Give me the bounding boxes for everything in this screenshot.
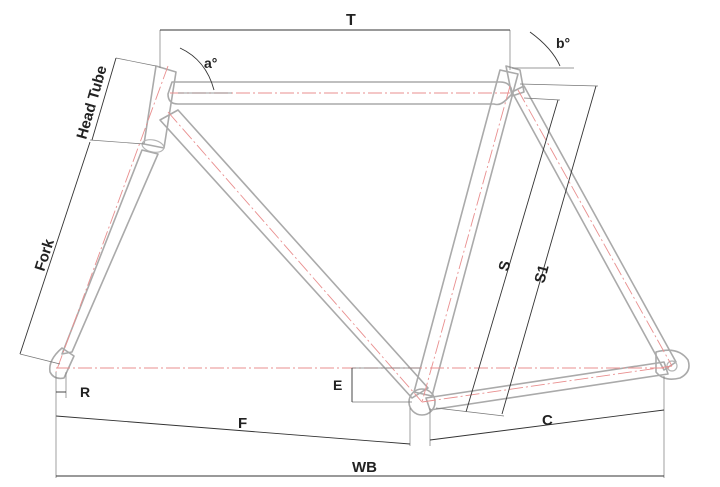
chain-stay-dimension bbox=[429, 409, 665, 441]
fork-dropout bbox=[48, 347, 75, 380]
dimension-labels: T a° b° Head Tube Fork S S1 E R F C WB bbox=[32, 12, 571, 476]
head-tube bbox=[143, 65, 177, 149]
label-seat-tube-s1: S1 bbox=[531, 263, 552, 285]
seat-stay bbox=[511, 85, 677, 371]
rear-dropout bbox=[655, 349, 690, 380]
steering-axis bbox=[55, 65, 169, 373]
seat-tube-s-dimension bbox=[465, 99, 559, 413]
front-center-dimension bbox=[55, 415, 411, 445]
label-top-tube: T bbox=[346, 12, 356, 29]
rear-axle bbox=[666, 360, 678, 372]
label-front-center: F bbox=[238, 415, 247, 432]
label-head-tube: Head Tube bbox=[74, 64, 111, 141]
label-rake: R bbox=[80, 384, 90, 400]
seat-tube-s1-dimension bbox=[501, 85, 597, 415]
chain-stay bbox=[425, 361, 669, 411]
label-angle-a: a° bbox=[204, 55, 217, 71]
label-fork: Fork bbox=[32, 236, 58, 273]
seat-tube-centerline bbox=[421, 85, 511, 403]
head-angle-arc bbox=[179, 47, 215, 91]
head-tube-dimension bbox=[91, 57, 117, 141]
down-tube-centerline bbox=[167, 111, 423, 403]
chain-stay-centerline bbox=[421, 365, 673, 403]
dimension-lines bbox=[19, 29, 665, 478]
seat-stay-centerline bbox=[517, 89, 673, 367]
label-chain-stay: C bbox=[542, 412, 553, 429]
fork-dimension bbox=[19, 141, 91, 355]
down-tube bbox=[159, 109, 429, 399]
fork-blade bbox=[61, 149, 159, 355]
top-tube bbox=[167, 81, 513, 106]
label-bb-drop: E bbox=[333, 377, 342, 393]
label-wheelbase: WB bbox=[352, 459, 377, 476]
seat-tube bbox=[413, 69, 519, 397]
seat-angle-arc bbox=[529, 31, 561, 67]
frame-tubes bbox=[48, 65, 690, 416]
label-seat-tube-s: S bbox=[495, 259, 514, 273]
label-angle-b: b° bbox=[556, 35, 570, 51]
